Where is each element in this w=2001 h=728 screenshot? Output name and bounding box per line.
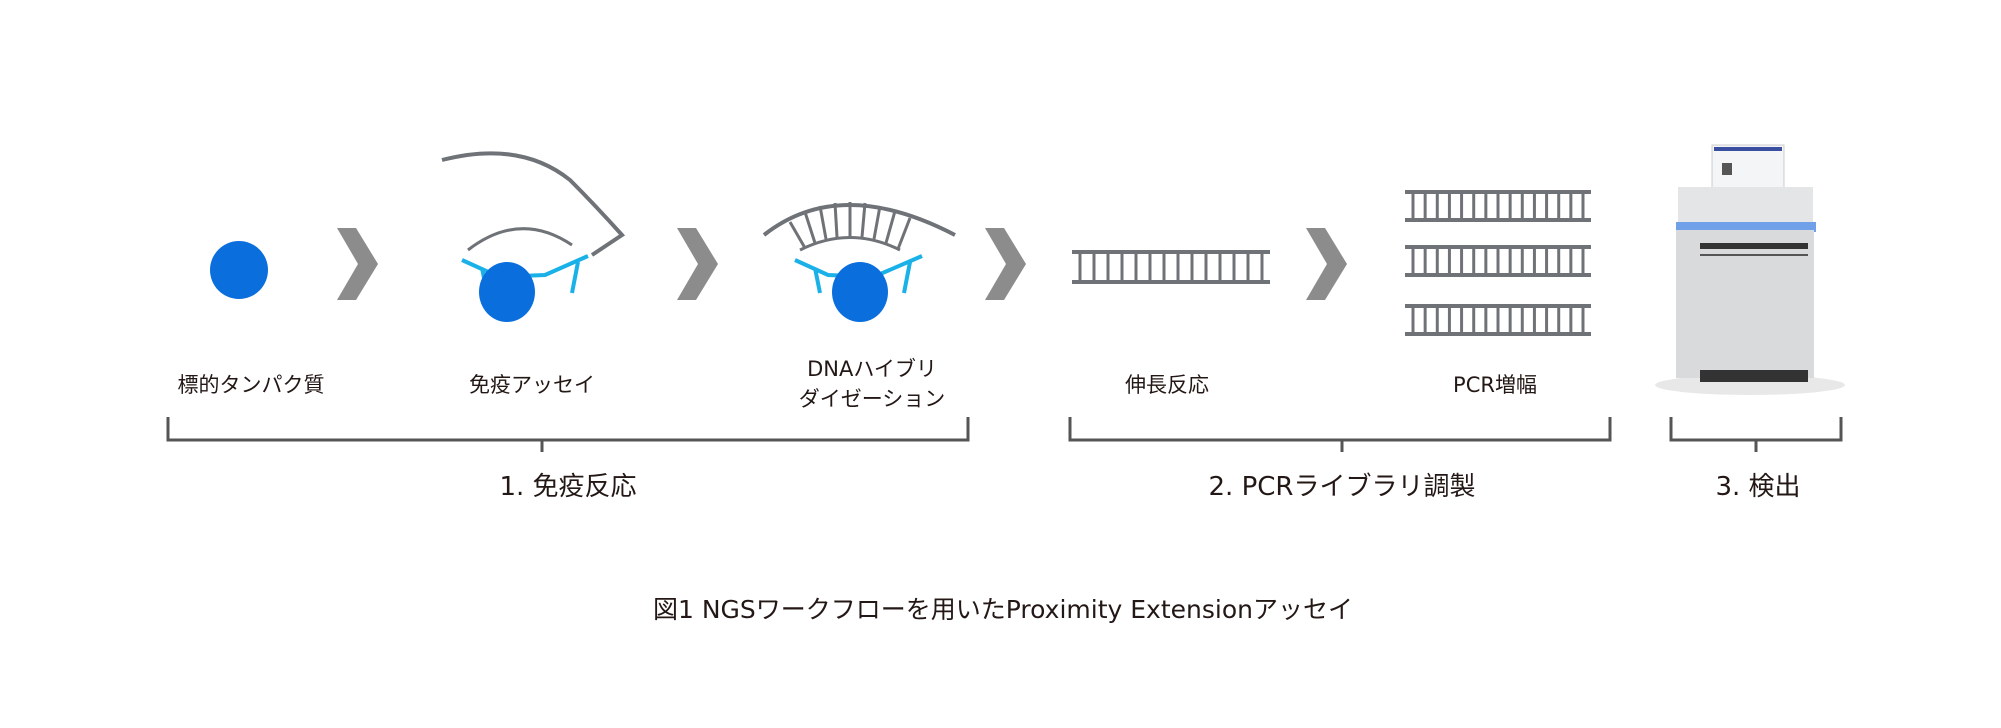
bracket-pcr-library: [1068, 417, 1612, 452]
step-label-pcr-amplification: PCR増幅: [1453, 373, 1537, 397]
dna-ladder-icon: [1072, 250, 1270, 284]
group-label-immune-reaction: 1. 免疫反応: [499, 472, 637, 502]
chevron-right-icon: [337, 228, 378, 300]
figure-caption: 図1 NGSワークフローを用いたProximity Extensionアッセイ: [652, 595, 1354, 624]
sequencer-instrument-image: [1655, 144, 1845, 395]
chevron-right-icon: [1306, 228, 1347, 300]
step-label-line: DNAハイブリ: [807, 357, 937, 381]
dna-ladder-icon: [1405, 304, 1591, 336]
target-protein-icon: [210, 241, 268, 299]
chevron-right-icon: [677, 228, 718, 300]
bracket-detection: [1669, 417, 1843, 452]
step-label-immunoassay: 免疫アッセイ: [469, 373, 595, 397]
group-label-detection: 3. 検出: [1715, 472, 1801, 502]
step-label-target-protein: 標的タンパク質: [177, 373, 325, 397]
bracket-immune-reaction: [166, 417, 970, 452]
dna-ladder-icon: [1405, 190, 1591, 222]
step-label-line: ダイゼーション: [798, 387, 946, 411]
group-brackets: [166, 417, 1843, 452]
step-label-hybridization: DNAハイブリ ダイゼーション: [799, 354, 946, 414]
step-label-extension: 伸長反応: [1125, 373, 1209, 397]
dna-hybridization-icon: [762, 202, 956, 322]
immunoassay-icon: [441, 151, 626, 322]
group-label-pcr-library: 2. PCRライブラリ調製: [1208, 472, 1476, 502]
dna-ladder-icon: [1405, 245, 1591, 277]
chevron-right-icon: [985, 228, 1026, 300]
